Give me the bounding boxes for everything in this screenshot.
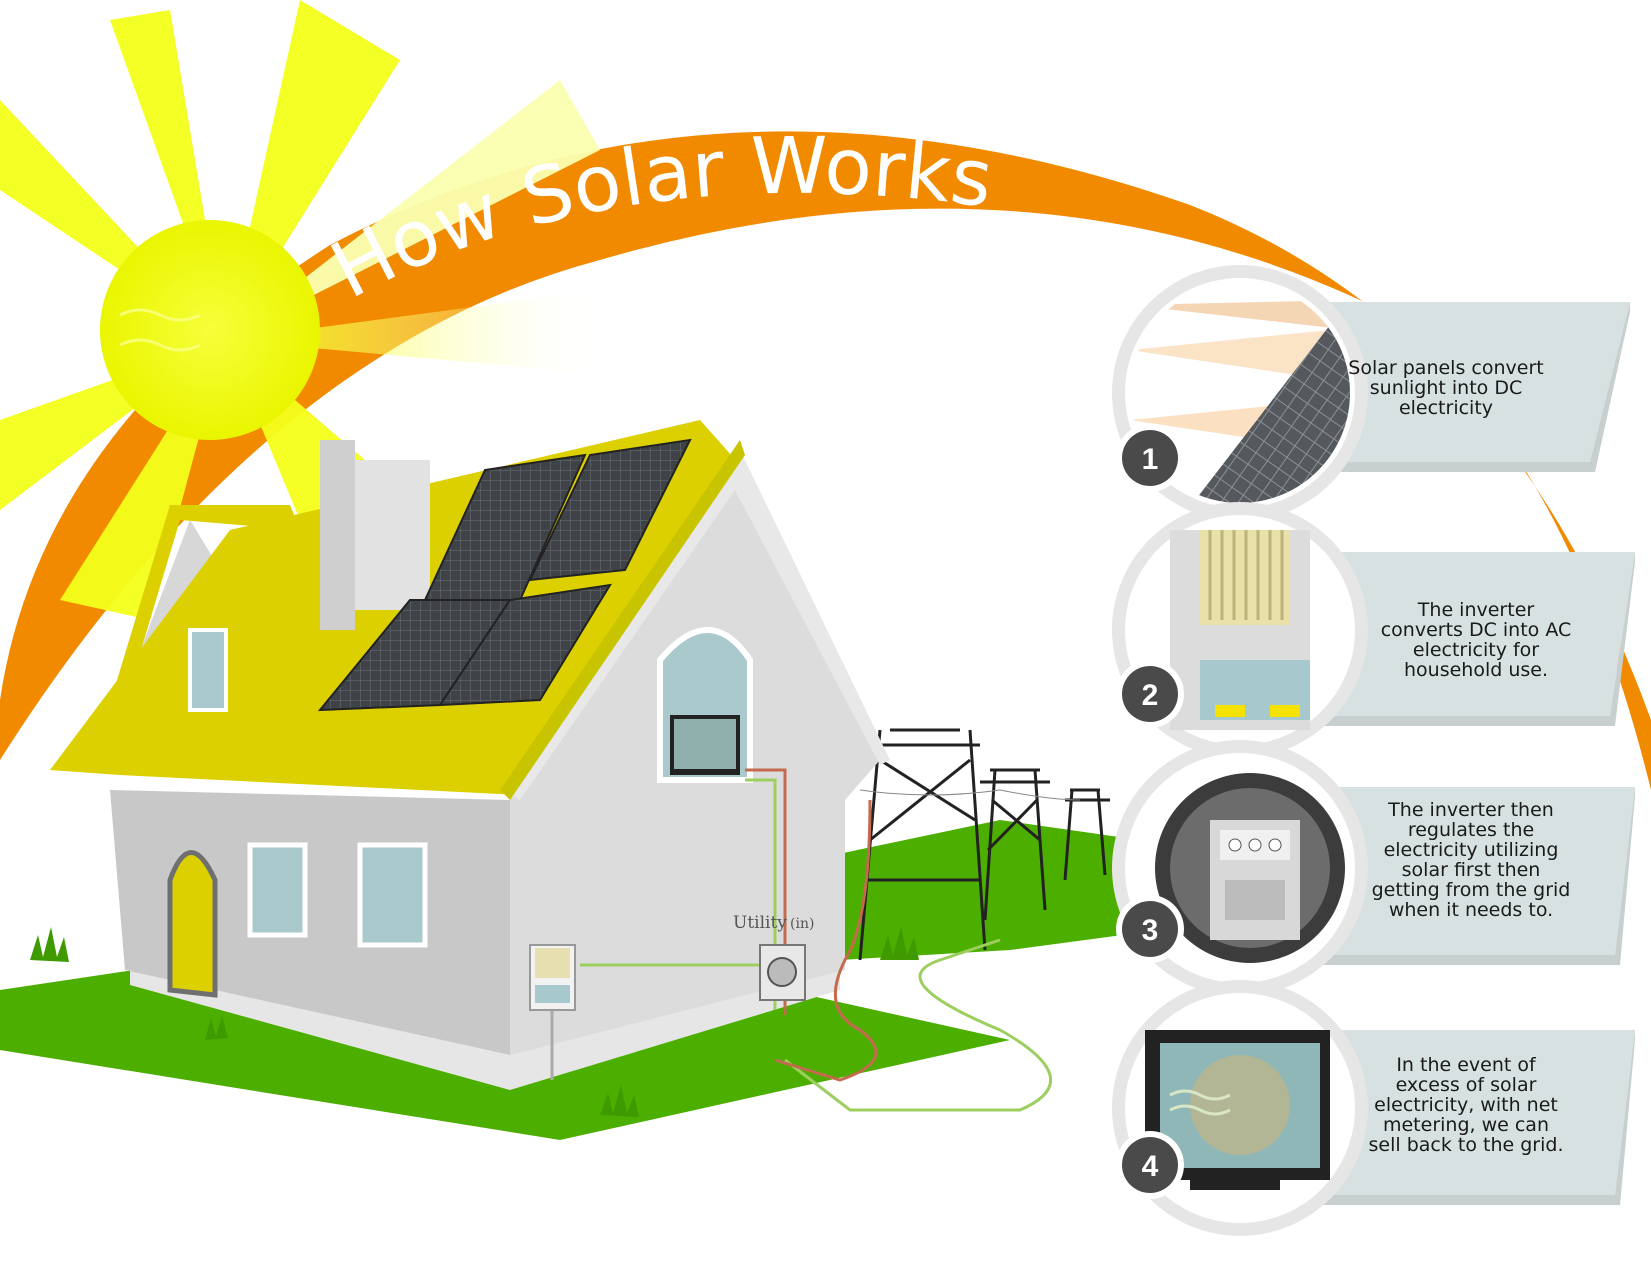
step-3-number: 3 bbox=[1142, 914, 1159, 947]
wall-inverter-icon bbox=[529, 944, 576, 1080]
step-1-number: 1 bbox=[1142, 443, 1159, 476]
power-towers bbox=[858, 728, 1110, 961]
step-4-badge: 4 bbox=[1116, 1131, 1184, 1199]
sun-icon bbox=[100, 220, 320, 440]
utility-sub-label: (in) bbox=[790, 916, 814, 932]
step-3-text: The inverter then regulates the electric… bbox=[1371, 799, 1571, 921]
step-2-number: 2 bbox=[1142, 679, 1159, 712]
utility-label: Utility bbox=[733, 913, 787, 933]
step-4-text: In the event of excess of solar electric… bbox=[1368, 1054, 1564, 1156]
wiring bbox=[580, 768, 1053, 1112]
meter-icon bbox=[1155, 773, 1345, 963]
step-1-text: Solar panels convert sunlight into DC el… bbox=[1348, 357, 1544, 419]
step-3-circle bbox=[1112, 740, 1368, 996]
house bbox=[50, 420, 890, 1090]
step-4-number: 4 bbox=[1142, 1150, 1159, 1183]
wall-meter-icon bbox=[759, 944, 806, 1001]
orange-arc bbox=[0, 131, 1651, 790]
step-2-badge: 2 bbox=[1116, 660, 1184, 728]
roof-solar-array bbox=[317, 438, 692, 712]
inverter-icon bbox=[1170, 530, 1310, 730]
step-3-badge: 3 bbox=[1116, 895, 1184, 963]
solar-panel-icon bbox=[1130, 300, 1350, 503]
step-2-text: The inverter converts DC into AC electri… bbox=[1380, 599, 1572, 681]
tv-icon bbox=[1145, 1030, 1330, 1190]
step-1-badge: 1 bbox=[1116, 424, 1184, 492]
